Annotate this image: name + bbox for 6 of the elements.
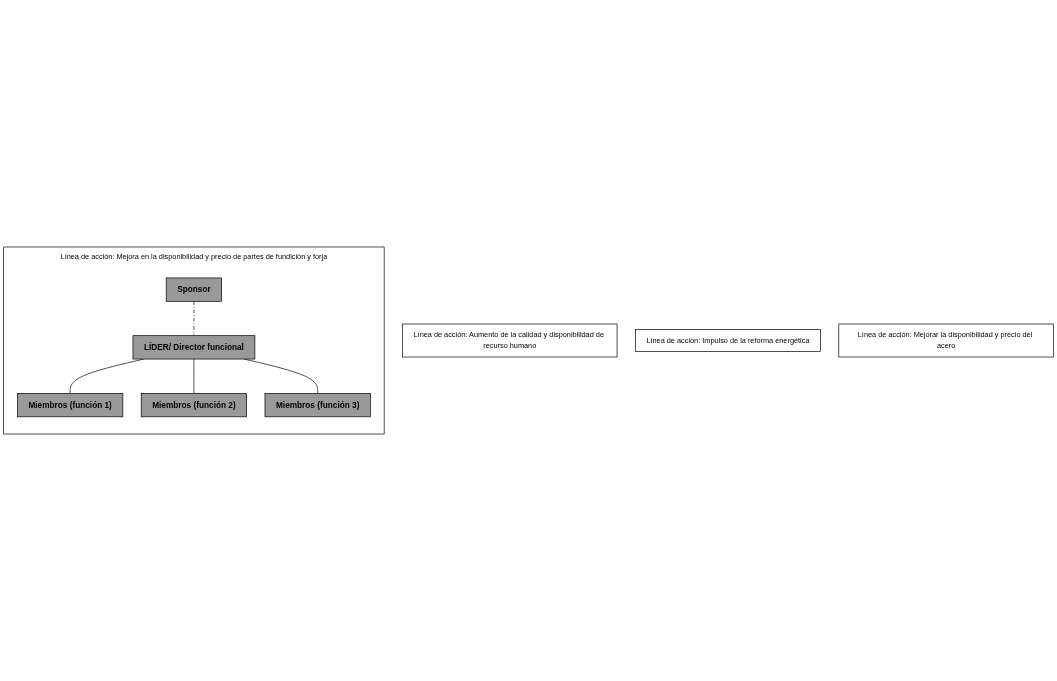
node-box: Sponsor — [165, 277, 222, 302]
node-box: Miembros (función 2) — [140, 393, 247, 418]
node-box: Miembros (función 1) — [17, 393, 124, 418]
node-box: LÍDER/ Director funcional — [132, 335, 256, 360]
node-box: Miembros (función 3) — [264, 393, 371, 418]
connector — [193, 358, 195, 394]
